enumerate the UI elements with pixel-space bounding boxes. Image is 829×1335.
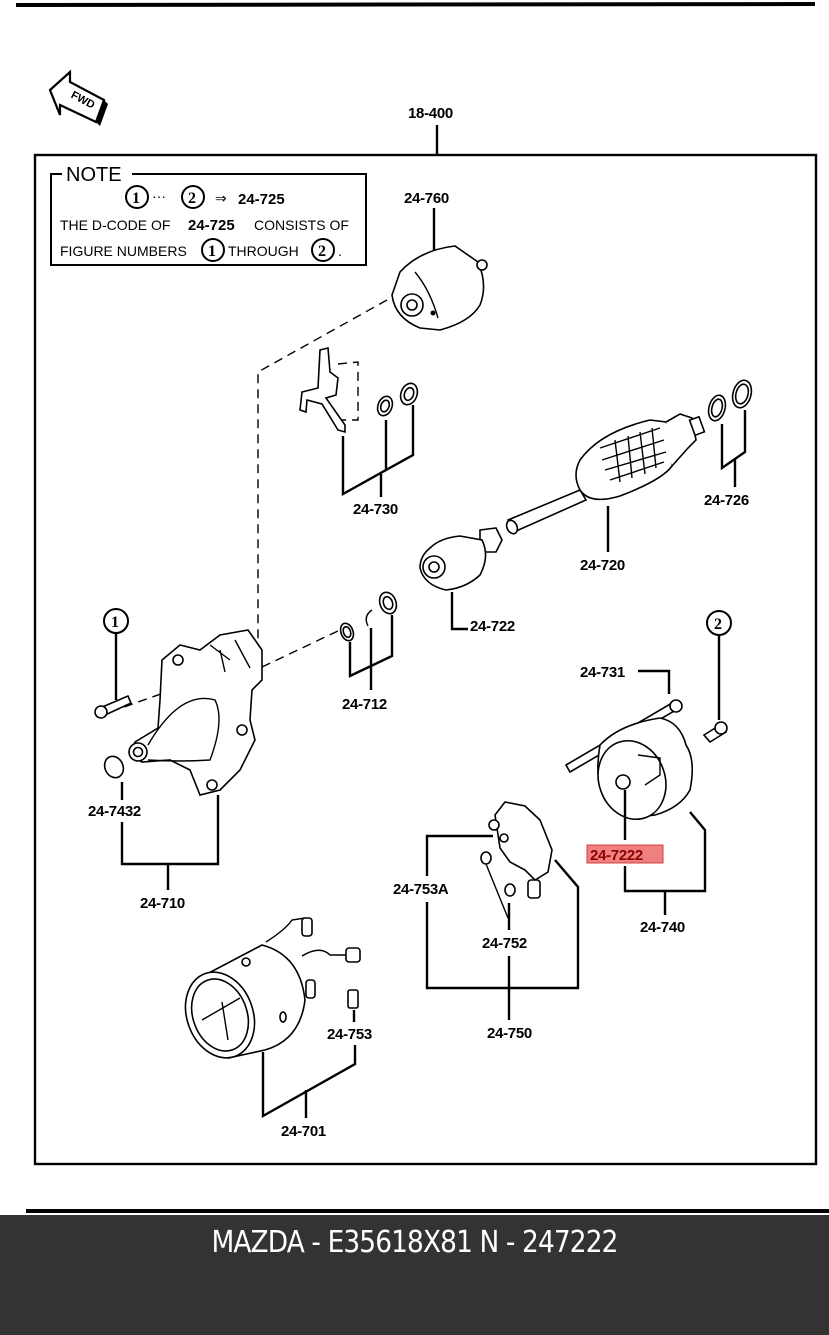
note-line3-prefix: FIGURE NUMBERS <box>60 243 187 259</box>
label-24-710[interactable]: 24-710 <box>140 895 185 912</box>
footer-part-info: MAZDA - E35618X81 N - 247222 <box>211 1225 618 1260</box>
footer-bar: MAZDA - E35618X81 N - 247222 <box>0 1215 829 1335</box>
label-24-722[interactable]: 24-722 <box>470 618 515 635</box>
label-24-731[interactable]: 24-731 <box>580 664 625 681</box>
note-circle-1b: 1 <box>208 243 216 260</box>
note-arrow: ⇒ <box>215 190 227 206</box>
label-24-720[interactable]: 24-720 <box>580 557 625 574</box>
callout-1-number: 1 <box>111 614 119 631</box>
label-24-701[interactable]: 24-701 <box>281 1123 326 1140</box>
label-24-750[interactable]: 24-750 <box>487 1025 532 1042</box>
part-pinion-24-722[interactable]: 24-722 <box>419 527 515 635</box>
dashed-guide-ring <box>261 629 341 668</box>
parts-diagram: FWD 18-400 NOTE 1 ··· 2 ⇒ 24-725 THE D-C… <box>15 2 829 1213</box>
label-24-740[interactable]: 24-740 <box>640 919 685 936</box>
part-yoke-24-701[interactable]: 24-753 24-701 <box>174 917 372 1140</box>
note-circle-1: 1 <box>132 190 140 207</box>
part-brush-holder-24-750[interactable]: 24-753A 24-752 24-750 <box>393 801 580 1042</box>
note-box: NOTE 1 ··· 2 ⇒ 24-725 THE D-CODE OF 24-7… <box>50 164 367 266</box>
callout-1[interactable]: 1 <box>94 608 133 719</box>
label-24-730[interactable]: 24-730 <box>353 501 398 518</box>
note-line2-code: 24-725 <box>188 217 235 234</box>
callout-2[interactable]: 2 <box>702 610 732 744</box>
label-24-753A[interactable]: 24-753A <box>393 881 449 898</box>
note-target-code: 24-725 <box>238 191 285 208</box>
label-24-7222[interactable]: 24-7222 <box>590 847 643 864</box>
part-solenoid-24-760[interactable]: 24-760 <box>391 190 488 331</box>
label-24-726[interactable]: 24-726 <box>704 492 749 509</box>
label-24-753[interactable]: 24-753 <box>327 1026 372 1043</box>
label-24-712[interactable]: 24-712 <box>342 696 387 713</box>
note-ellipsis: ··· <box>152 188 166 204</box>
part-washers-24-726[interactable]: 24-726 <box>704 378 754 509</box>
highlight-24-7222 <box>586 844 664 864</box>
label-18-400[interactable]: 18-400 <box>408 105 453 122</box>
part-armature-24-720[interactable]: 24-720 <box>505 413 706 574</box>
dashed-guide-solenoid <box>229 299 388 657</box>
part-rings-24-712[interactable]: 24-712 <box>338 590 399 713</box>
note-line3-end: . <box>338 243 342 259</box>
note-circle-2b: 2 <box>318 243 326 260</box>
fwd-arrow-icon: FWD <box>48 69 108 126</box>
dashed-guide-fork <box>337 361 359 421</box>
note-line3-mid: THROUGH <box>228 243 299 259</box>
part-housing-24-710[interactable]: 24-7432 24-710 <box>88 629 263 912</box>
part-end-frame-24-740[interactable]: 24-7222 24-740 <box>586 717 707 936</box>
label-24-7432[interactable]: 24-7432 <box>88 803 141 820</box>
label-24-752[interactable]: 24-752 <box>482 935 527 952</box>
note-line2-suffix: CONSISTS OF <box>254 217 349 233</box>
diagram-frame <box>33 153 818 1166</box>
callout-2-number: 2 <box>714 616 722 633</box>
label-24-760[interactable]: 24-760 <box>404 190 449 207</box>
note-circle-2: 2 <box>188 190 196 207</box>
part-lever-24-730[interactable]: 24-730 <box>299 346 420 518</box>
top-rule <box>15 2 816 7</box>
note-line2-prefix: THE D-CODE OF <box>60 217 170 233</box>
note-title: NOTE <box>66 164 122 186</box>
